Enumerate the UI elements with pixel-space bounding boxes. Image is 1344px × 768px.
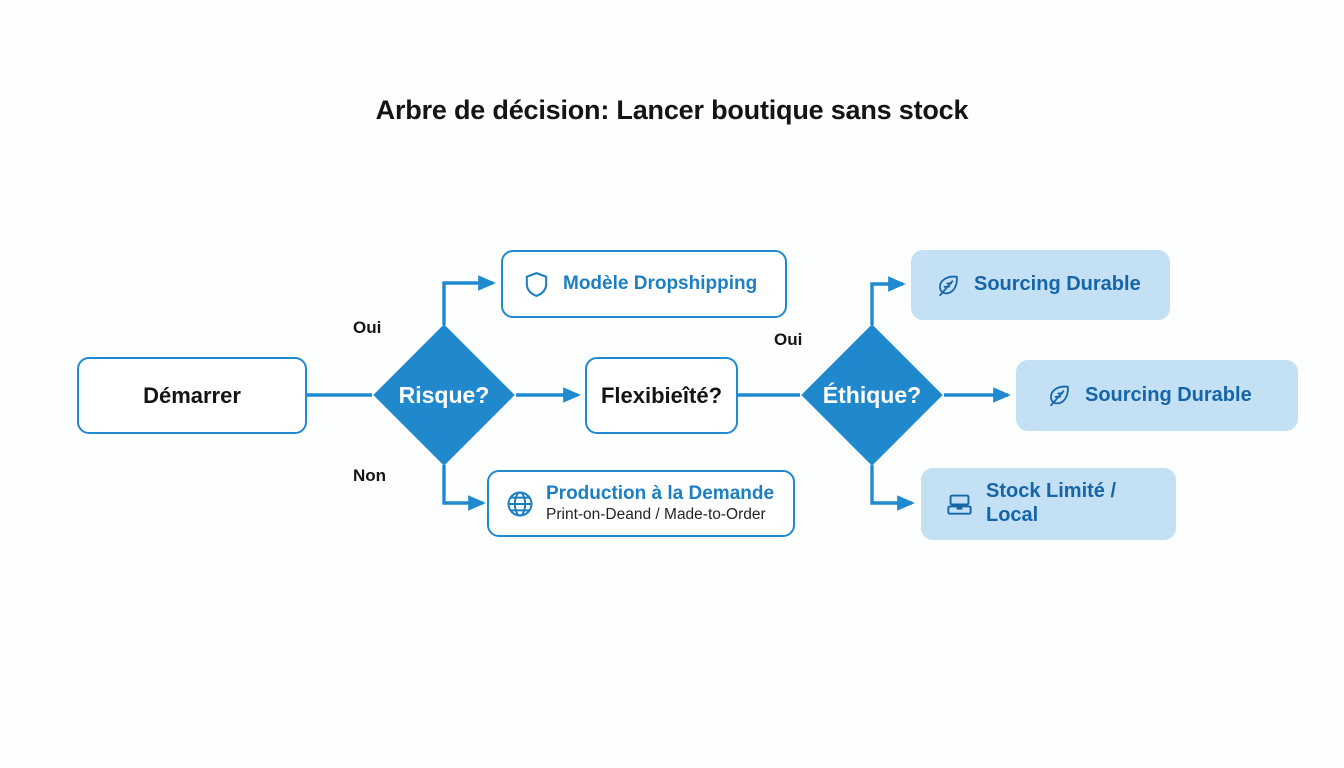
node-sourcing-top[interactable]: Sourcing Durable: [911, 250, 1170, 320]
node-stock-local-text: Stock Limité / Local: [986, 480, 1116, 527]
node-decision-ethics-label: Éthique?: [822, 381, 922, 408]
shield-icon: [519, 267, 553, 301]
node-dropshipping[interactable]: Modèle Dropshipping: [501, 250, 787, 318]
package-icon: [943, 488, 975, 520]
node-stock-local-title-line2: Local: [986, 504, 1039, 526]
node-start-label: Démarrer: [143, 382, 241, 408]
node-sourcing-mid-title: Sourcing Durable: [1085, 383, 1252, 406]
globe-icon: [503, 487, 537, 521]
node-decision-risk-label: Risque?: [398, 381, 490, 408]
edge-ethics-yes: [870, 276, 906, 325]
edge-ethics-no: [870, 465, 915, 511]
edge-risk-yes: [442, 275, 496, 325]
node-stock-local[interactable]: Stock Limité / Local: [921, 468, 1176, 540]
node-on-demand[interactable]: Production à la Demande Print-on-Deand /…: [487, 470, 795, 537]
edge-label-ethics-yes: Oui: [774, 330, 803, 349]
edge-risk-no: [442, 465, 486, 511]
node-stock-local-title: Stock Limité /: [986, 480, 1117, 503]
node-decision-flex-label: Flexibieîté?: [600, 382, 723, 408]
leaf-icon: [1044, 381, 1074, 411]
node-on-demand-title: Production à la Demande: [546, 482, 775, 504]
node-decision-flex[interactable]: Flexibieîté?: [585, 357, 738, 434]
leaf-icon: [933, 270, 963, 300]
page-title: Arbre de décision: Lancer boutique sans …: [375, 95, 969, 125]
node-dropshipping-title: Modèle Dropshipping: [563, 273, 758, 295]
node-on-demand-subtitle: Print-on-Deand / Made-to-Order: [546, 505, 766, 523]
node-sourcing-top-title: Sourcing Durable: [974, 273, 1141, 296]
node-start[interactable]: Démarrer: [77, 357, 307, 434]
node-sourcing-mid[interactable]: Sourcing Durable: [1016, 360, 1298, 431]
edge-label-risk-no: Non: [353, 466, 387, 485]
node-on-demand-text: Production à la Demande Print-on-Deand /…: [546, 483, 774, 524]
edge-label-risk-yes: Oui: [353, 318, 382, 337]
